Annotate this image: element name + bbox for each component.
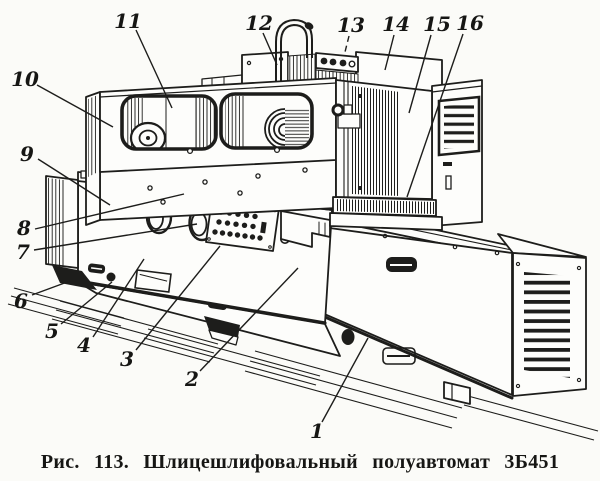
coolant-hose [275, 18, 314, 90]
callout-numbers: 1 2 3 4 5 6 7 8 9 10 11 12 13 14 15 16 [11, 9, 484, 443]
callout-12: 12 [245, 11, 273, 35]
leader-13 [343, 35, 350, 57]
wheelhead-saddle [329, 196, 443, 231]
figure-caption: Рис. 113. Шлицешлифовальный полуавтомат … [40, 451, 560, 473]
leader-1 [321, 337, 369, 423]
vent-grille [437, 95, 481, 157]
bolt-hole [341, 329, 355, 345]
grinding-wheel [129, 121, 167, 149]
indicator-lamp [348, 60, 356, 68]
bed-right-body [314, 225, 514, 400]
viewing-window-right [219, 92, 314, 154]
door-handle-recess [386, 257, 417, 272]
lube-button [106, 272, 116, 282]
floor-shading [7, 287, 599, 441]
leader-9 [37, 158, 111, 206]
callout-5: 5 [45, 319, 59, 343]
machine-foot-mid [204, 316, 240, 337]
bed-end-cap [497, 233, 587, 397]
callout-4: 4 [77, 333, 91, 357]
callout-16: 16 [456, 11, 484, 35]
wheelhead-column [335, 79, 433, 200]
callout-7: 7 [16, 240, 30, 264]
leader-11 [135, 29, 173, 109]
callout-leaders [31, 29, 464, 423]
callout-6: 6 [14, 289, 28, 313]
handle-slot [443, 162, 452, 166]
end-shadow [52, 265, 97, 290]
leader-4 [92, 258, 145, 338]
end-vent-grille [524, 272, 570, 378]
callout-13: 13 [337, 13, 365, 37]
push-button [320, 57, 328, 65]
leader-2 [199, 267, 299, 372]
guard-clamp-knob [331, 103, 361, 129]
viewing-window-left [120, 94, 218, 155]
callout-1: 1 [310, 419, 324, 443]
callout-3: 3 [120, 347, 134, 371]
leader-12 [262, 32, 278, 66]
callout-14: 14 [382, 12, 410, 36]
leader-8 [34, 193, 185, 230]
leader-10 [36, 84, 114, 128]
push-button [329, 58, 337, 66]
leader-6 [31, 280, 71, 296]
leader-14 [384, 34, 395, 71]
leader-3 [135, 245, 221, 351]
callout-2: 2 [184, 367, 199, 391]
wheel-guard [85, 77, 337, 226]
leader-5 [60, 281, 113, 325]
leader-7 [33, 223, 198, 251]
leader-16 [406, 33, 464, 198]
door-handle [445, 175, 452, 190]
machine-foot-right [443, 381, 471, 405]
apron-slot [87, 263, 106, 274]
callout-10: 10 [11, 67, 39, 91]
callout-15: 15 [423, 12, 451, 36]
leader-15 [408, 34, 432, 114]
selector-switch [260, 221, 267, 234]
apron-recess [134, 269, 172, 293]
callout-8: 8 [16, 216, 31, 240]
callout-11: 11 [114, 9, 142, 33]
push-button [339, 59, 347, 67]
callout-9: 9 [20, 142, 34, 166]
